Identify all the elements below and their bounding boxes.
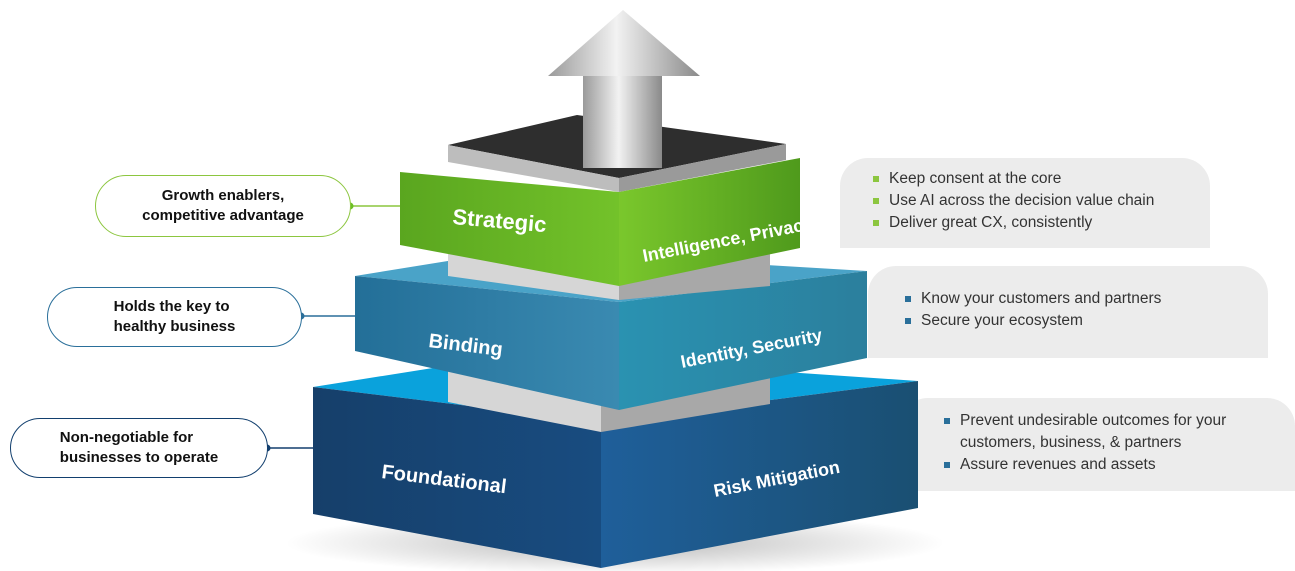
bullet-item: Keep consent at the core — [873, 168, 1154, 190]
bullet-item: Prevent undesirable outcomes for your — [944, 410, 1226, 432]
callout-line: Holds the key to — [113, 298, 230, 315]
bullet-item: customers, business, & partners — [944, 432, 1226, 454]
bullet-text: Keep consent at the core — [889, 170, 1062, 187]
bullet-icon — [873, 176, 879, 182]
bullet-icon — [873, 198, 879, 204]
arrow-shaft — [583, 76, 662, 168]
bullet-text: Assure revenues and assets — [960, 456, 1156, 473]
bullet-icon — [873, 220, 879, 226]
bullet-item: Secure your ecosystem — [905, 310, 1161, 332]
bullet-icon — [944, 418, 950, 424]
callout-line: healthy business — [113, 318, 236, 335]
strategic-left-face — [400, 172, 619, 286]
bullet-text: Deliver great CX, consistently — [889, 214, 1093, 231]
callout-line: Growth enablers, — [161, 187, 285, 204]
bullet-text: Use AI across the decision value chain — [889, 192, 1155, 209]
callout-line: businesses to operate — [59, 449, 219, 466]
bullet-text: customers, business, & partners — [960, 434, 1182, 451]
foundational-right-face — [601, 381, 918, 568]
callout-line: Non-negotiable for — [59, 429, 194, 446]
strategic-right-face — [619, 158, 800, 286]
binding-bullets: Know your customers and partners Secure … — [905, 288, 1161, 332]
strategic-bullets: Keep consent at the core Use AI across t… — [873, 168, 1154, 234]
foundational-left-face — [313, 387, 601, 568]
bullet-text: Secure your ecosystem — [921, 312, 1083, 329]
bullet-item: Use AI across the decision value chain — [873, 190, 1154, 212]
bullet-item: Know your customers and partners — [905, 288, 1161, 310]
bullet-item: Assure revenues and assets — [944, 454, 1226, 476]
strategic-panel — [840, 158, 1210, 248]
strategic-rim-right — [619, 144, 786, 192]
binding-left-face — [355, 276, 619, 410]
bullet-text: Know your customers and partners — [921, 290, 1162, 307]
binding-panel — [868, 266, 1268, 358]
foundational-panel — [900, 398, 1295, 491]
up-arrow — [548, 10, 700, 168]
bullet-icon — [905, 318, 911, 324]
bullet-icon — [944, 462, 950, 468]
bullet-item: Deliver great CX, consistently — [873, 212, 1154, 234]
strategic-callout: Growth enablers, competitive advantage — [95, 175, 351, 237]
callout-line: competitive advantage — [142, 207, 304, 224]
arrow-head — [548, 10, 700, 76]
foundational-bullets: Prevent undesirable outcomes for your cu… — [944, 410, 1226, 476]
binding-right-face — [619, 271, 867, 410]
strategic-rim-left — [448, 145, 619, 192]
bullet-text: Prevent undesirable outcomes for your — [960, 412, 1227, 429]
foundational-callout: Non-negotiable for businesses to operate — [10, 418, 268, 478]
bullet-icon — [905, 296, 911, 302]
binding-callout: Holds the key to healthy business — [47, 287, 302, 347]
